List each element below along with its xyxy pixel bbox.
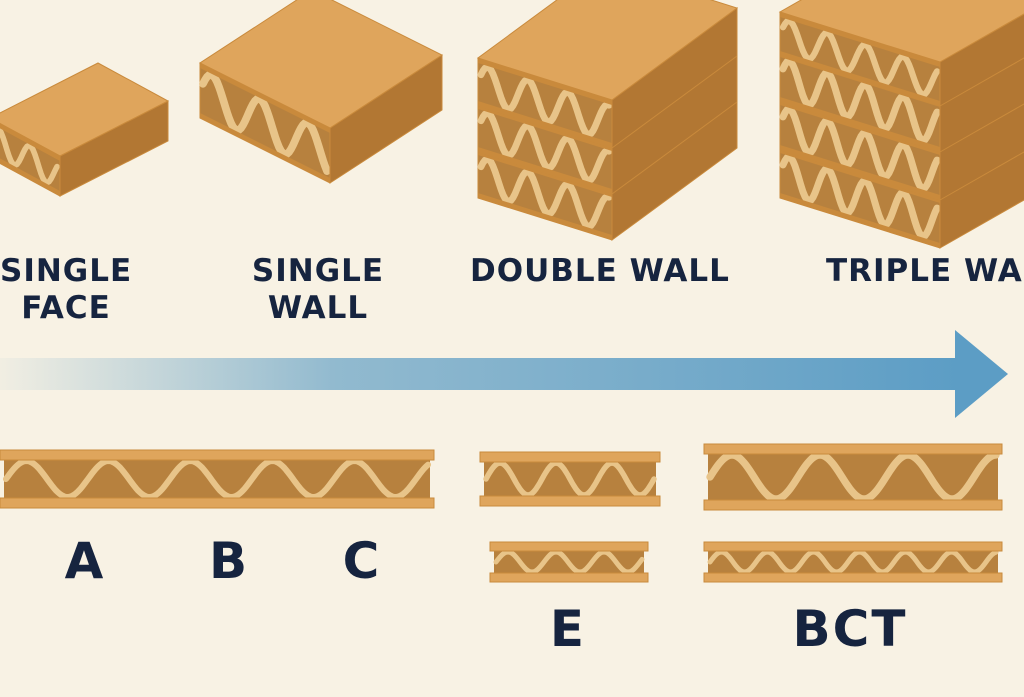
e-board-large-bottom-liner — [479, 495, 661, 507]
single-wall-layer-top-liner — [200, 63, 330, 133]
e-board-small-top-liner — [489, 541, 649, 552]
bct-board-small-flute — [707, 549, 999, 575]
triple-wall-board-illustration — [778, 0, 1024, 249]
e-board-large-top-liner — [479, 451, 661, 463]
bct-flute-cross-section — [703, 443, 1003, 583]
progression-arrow — [0, 330, 1008, 418]
double-wall-board-illustration — [476, 0, 739, 241]
triple-wall-layer-0-flute — [779, 17, 941, 98]
triple-wall-layer-2-bottom-liner — [780, 145, 940, 200]
double-wall-layer-1-top-liner — [478, 58, 612, 105]
triple-wall-layer-0-bottom-liner — [780, 51, 940, 106]
single-face-layer-top-liner — [0, 123, 60, 161]
bct-board-large-flute — [706, 451, 1000, 503]
flute-a-label: A — [64, 532, 106, 590]
single-face-label: SINGLE FACE — [0, 253, 133, 326]
single-face-layer-top — [0, 62, 170, 157]
flute-e-label: E — [549, 600, 587, 658]
abc-board-flute — [2, 457, 432, 501]
triple-wall-layer-0-side — [939, 13, 1024, 107]
single-face-board-illustration — [0, 62, 170, 197]
single-face-layer-flute — [0, 126, 60, 186]
double-wall-top — [476, 0, 739, 101]
double-wall-layer-2-flute — [477, 109, 613, 185]
abc-board-bottom-liner — [0, 497, 435, 509]
single-wall-label: SINGLE WALL — [251, 253, 385, 326]
triple-wall-layer-3-bottom-liner — [780, 193, 940, 248]
double-wall-layer-1-bottom-liner — [478, 101, 612, 148]
double-wall-label: DOUBLE WALL — [470, 253, 730, 289]
bct-board-small-top-liner — [703, 541, 1003, 552]
flute-bct-label: BCT — [792, 600, 908, 658]
double-wall-layer-3-flute — [477, 155, 613, 231]
triple-wall-top — [778, 0, 1024, 63]
triple-wall-layer-1-flute — [779, 56, 941, 145]
single-wall-layer-flute — [199, 70, 331, 175]
double-wall-layer-2-bottom-liner — [478, 147, 612, 194]
triple-wall-layer-0-top-liner — [780, 12, 940, 67]
single-wall-board-illustration — [198, 0, 444, 184]
double-wall-layer-3-bottom-liner — [478, 193, 612, 240]
flute-b-label: B — [208, 532, 250, 590]
triple-wall-layer-1-bottom-liner — [780, 97, 940, 152]
triple-wall-layer-3-side — [939, 149, 1024, 249]
single-wall-layer-bottom-liner — [200, 113, 330, 183]
e-flute-cross-section — [479, 451, 661, 583]
bct-board-large-bottom-liner — [703, 499, 1003, 511]
bct-board-small-bottom-liner — [703, 572, 1003, 583]
single-wall-layer-top — [198, 0, 444, 129]
double-wall-layer-1-flute — [477, 63, 613, 139]
triple-wall-label: TRIPLE WALL — [826, 253, 1024, 289]
flute-c-label: C — [342, 532, 382, 590]
triple-wall-layer-1-side — [939, 53, 1024, 153]
triple-wall-layer-2-side — [939, 101, 1024, 201]
single-face-layer-bottom-liner — [0, 158, 60, 196]
abc-board-top-liner — [0, 449, 435, 461]
abc-flute-cross-section — [0, 449, 435, 509]
triple-wall-layer-3-flute — [779, 152, 941, 241]
e-board-large-flute — [483, 460, 657, 498]
bct-board-large-top-liner — [703, 443, 1003, 455]
e-board-small-flute — [493, 549, 645, 575]
e-board-small-bottom-liner — [489, 572, 649, 583]
triple-wall-layer-2-flute — [779, 104, 941, 193]
